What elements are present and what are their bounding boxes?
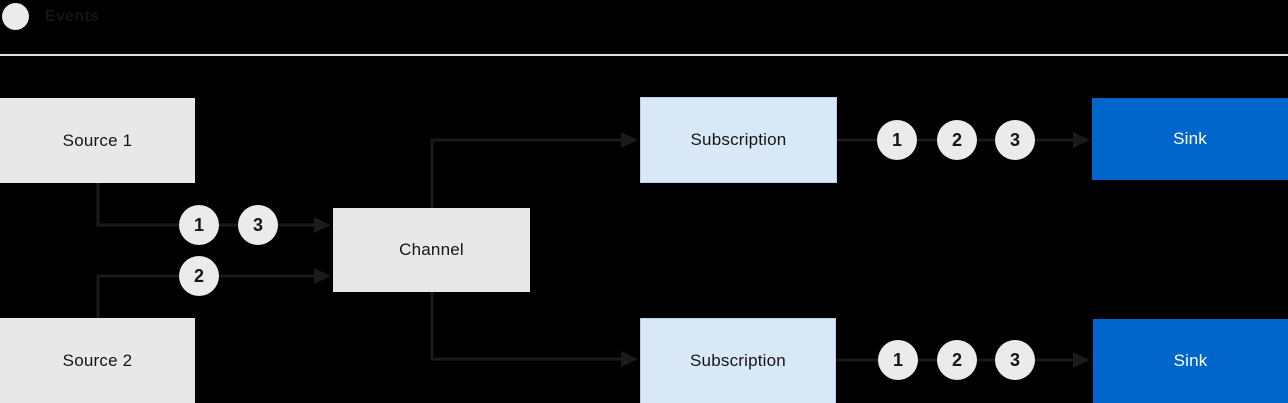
arrowhead-subscription-top-to-sink (1073, 132, 1090, 148)
separator-line (0, 54, 1288, 56)
legend: Events (0, 3, 99, 30)
node-sink-bottom: Sink (1093, 319, 1288, 403)
arrowhead-channel-to-subscription-bottom (621, 351, 638, 367)
arrowhead-subscription-bottom-to-sink (1073, 352, 1090, 368)
event-circle: 2 (937, 340, 977, 380)
event-circle: 3 (995, 340, 1035, 380)
arrowhead-source2-to-channel (314, 268, 331, 284)
arrowhead-source1-to-channel (314, 217, 331, 233)
legend-label: Events (45, 7, 100, 25)
edge-channel-to-subscription-bottom (430, 292, 621, 361)
node-source-2: Source 2 (0, 318, 195, 403)
event-legend-icon (2, 3, 29, 30)
event-circle: 1 (878, 340, 918, 380)
edge-source2-to-channel (96, 274, 314, 318)
node-source-1: Source 1 (0, 98, 195, 183)
node-subscription-bottom: Subscription (640, 318, 836, 403)
node-sink-top: Sink (1092, 98, 1288, 180)
event-circle: 1 (179, 205, 219, 245)
event-circle: 2 (179, 256, 219, 296)
arrowhead-channel-to-subscription-top (621, 132, 638, 148)
event-circle: 3 (238, 205, 278, 245)
node-channel: Channel (333, 208, 530, 292)
event-circle: 3 (995, 120, 1035, 160)
edge-channel-to-subscription-top (430, 138, 621, 208)
event-circle: 2 (937, 120, 977, 160)
event-circle: 1 (877, 120, 917, 160)
node-subscription-top: Subscription (640, 97, 837, 183)
